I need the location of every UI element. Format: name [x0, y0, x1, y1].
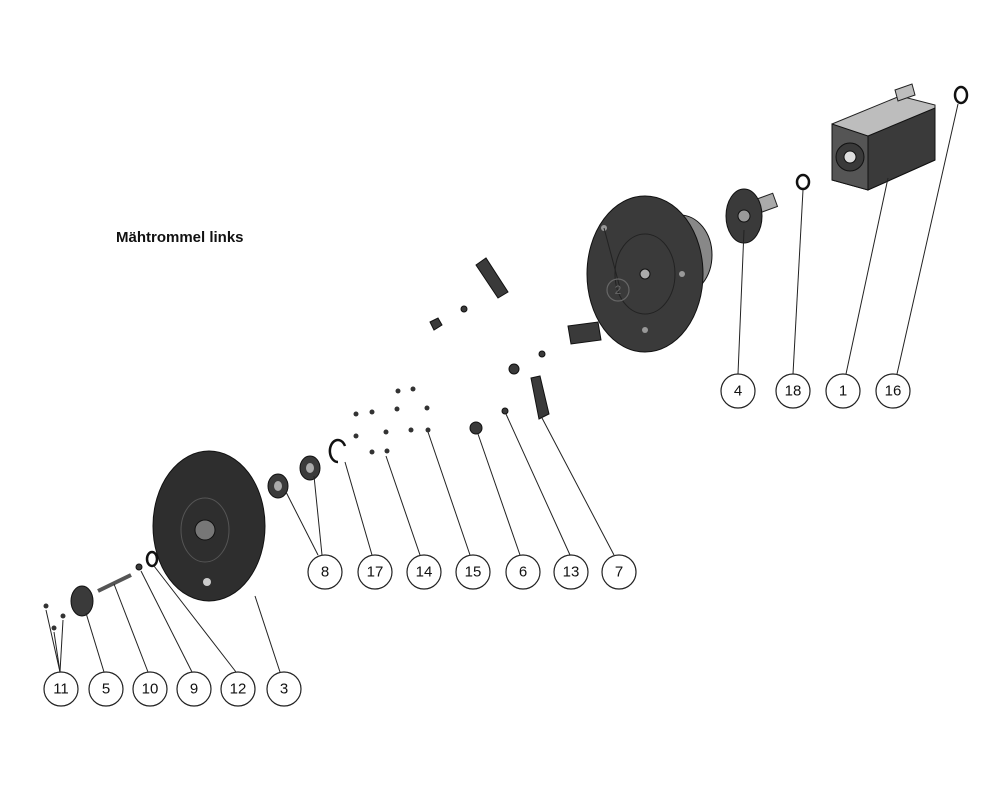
- part-knife-a: [475, 257, 509, 299]
- part-bolt-13: [501, 407, 509, 415]
- part-ring-16: [953, 85, 969, 105]
- svg-text:16: 16: [885, 383, 902, 400]
- callout-7: 7: [601, 554, 637, 590]
- svg-text:9: 9: [190, 681, 198, 698]
- callout-15: 15: [455, 554, 491, 590]
- svg-text:13: 13: [563, 564, 580, 581]
- part-nut-b: [460, 305, 468, 313]
- svg-text:2: 2: [615, 283, 622, 297]
- svg-text:6: 6: [519, 564, 527, 581]
- leader-lines: [45, 103, 959, 673]
- callout-1: 1: [825, 373, 861, 409]
- svg-text:8: 8: [321, 564, 329, 581]
- part-screws-11: [43, 603, 66, 631]
- part-snap-ring-17: [328, 438, 347, 464]
- callout-16: 16: [875, 373, 911, 409]
- part-ring-12: [145, 550, 159, 568]
- part-ring-18: [795, 173, 811, 191]
- part-bolt-10: [97, 573, 132, 593]
- part-pin-9: [135, 563, 143, 571]
- callout-12: 12: [220, 671, 256, 707]
- svg-text:3: 3: [280, 681, 288, 698]
- svg-text:17: 17: [367, 564, 384, 581]
- part-flange-shaft: [725, 188, 779, 244]
- callout-5: 5: [88, 671, 124, 707]
- callout-11: 11: [43, 671, 79, 707]
- callout-17: 17: [357, 554, 393, 590]
- svg-text:4: 4: [734, 383, 742, 400]
- svg-text:11: 11: [53, 681, 69, 698]
- svg-text:12: 12: [230, 681, 247, 698]
- part-nut-d: [538, 350, 546, 358]
- callout-2: 2: [606, 278, 630, 302]
- part-hub-disk: [586, 195, 713, 353]
- callout-4: 4: [720, 373, 756, 409]
- callout-3: 3: [266, 671, 302, 707]
- callout-10: 10: [132, 671, 168, 707]
- part-bearing-8a-bore: [306, 463, 314, 473]
- part-motor-block: [831, 83, 936, 191]
- part-drum-plate: [152, 450, 266, 602]
- svg-text:14: 14: [416, 564, 433, 581]
- callout-14: 14: [406, 554, 442, 590]
- callout-18: 18: [775, 373, 811, 409]
- part-nut-c: [508, 363, 520, 375]
- part-cap-5: [70, 585, 94, 617]
- part-bearing-8b-bore: [274, 481, 282, 491]
- callout-9: 9: [176, 671, 212, 707]
- diagram-title: Mähtrommel links: [116, 229, 244, 246]
- svg-text:5: 5: [102, 681, 110, 698]
- part-nut-6: [469, 421, 483, 435]
- svg-text:15: 15: [465, 564, 482, 581]
- part-nut-a: [429, 317, 443, 331]
- callout-6: 6: [505, 554, 541, 590]
- svg-text:7: 7: [615, 564, 623, 581]
- svg-text:10: 10: [142, 681, 159, 698]
- part-knife-b: [567, 321, 602, 345]
- callout-8: 8: [307, 554, 343, 590]
- callout-13: 13: [553, 554, 589, 590]
- svg-text:18: 18: [785, 383, 802, 400]
- part-knife-7: [530, 375, 550, 420]
- svg-text:1: 1: [839, 383, 847, 400]
- part-screw-cluster: [353, 386, 431, 455]
